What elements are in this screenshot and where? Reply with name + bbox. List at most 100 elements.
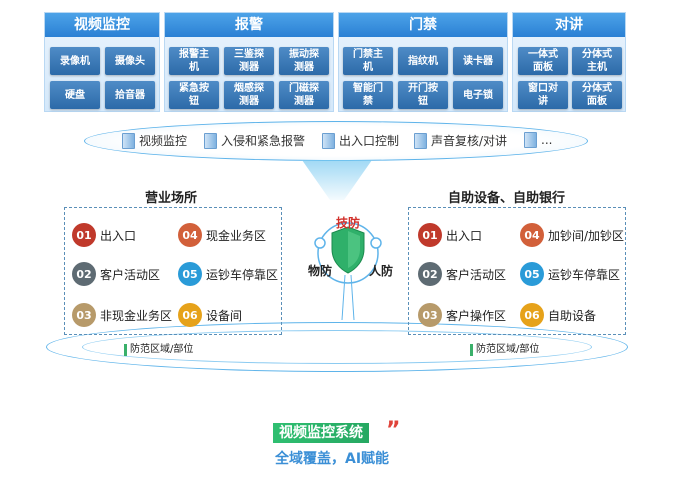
orbit-dot <box>314 237 326 249</box>
system-subtitle: 全域覆盖，AI赋能 <box>275 451 390 467</box>
device-button[interactable]: 指纹机 <box>398 47 448 75</box>
item-label: 运钞车停靠区 <box>206 267 279 282</box>
beam-line <box>341 274 346 320</box>
device-button[interactable]: 烟感探测器 <box>224 81 274 109</box>
category-title: 门禁 <box>339 13 507 37</box>
orbit-dot <box>370 237 382 249</box>
file-icon <box>122 132 135 149</box>
zone-box-selfservice <box>408 207 626 335</box>
zone-item: 03 客户操作区 <box>418 303 506 327</box>
device-button[interactable]: 拾音器 <box>105 81 155 109</box>
system-title: 视频监控系统 <box>273 423 369 443</box>
device-button[interactable]: 读卡器 <box>453 47 503 75</box>
quote-icon: ” <box>386 418 401 443</box>
device-button[interactable]: 三鉴探测器 <box>224 47 274 75</box>
item-label: 现金业务区 <box>206 228 267 243</box>
item-number: 02 <box>72 262 96 286</box>
item-label: 运钞车停靠区 <box>548 267 621 282</box>
capability-item: ... <box>524 132 552 148</box>
category-alarm: 报警 报警主机 三鉴探测器 振动探测器 紧急按钮 烟感探测器 门磁探测器 <box>164 12 334 112</box>
zone-tag: 防范区域/部位 <box>124 344 197 356</box>
device-button[interactable]: 一体式面板 <box>518 47 568 75</box>
device-button[interactable]: 硬盘 <box>50 81 100 109</box>
item-number: 06 <box>178 303 202 327</box>
zone-item: 06 自助设备 <box>520 303 596 327</box>
capability-label: 声音复核/对讲 <box>431 134 508 148</box>
category-intercom: 对讲 一体式面板 分体式主机 窗口对讲 分体式面板 <box>512 12 626 112</box>
file-icon <box>414 132 427 149</box>
zone-item: 03 非现金业务区 <box>72 303 172 327</box>
capability-item: 声音复核/对讲 <box>414 132 507 149</box>
capability-label: 出入口控制 <box>339 134 400 148</box>
zone-item: 02 客户活动区 <box>418 262 506 286</box>
zone-item: 06 设备间 <box>178 303 242 327</box>
device-button[interactable]: 分体式主机 <box>572 47 622 75</box>
device-button[interactable]: 门禁主机 <box>343 47 393 75</box>
zone-item: 04 现金业务区 <box>178 223 266 247</box>
item-number: 02 <box>418 262 442 286</box>
zone-box-business <box>64 207 282 335</box>
item-number: 04 <box>178 223 202 247</box>
item-label: 非现金业务区 <box>100 308 173 323</box>
capability-label: 入侵和紧急报警 <box>221 134 306 148</box>
device-button[interactable]: 紧急按钮 <box>169 81 219 109</box>
platform-ring-inner <box>82 330 592 364</box>
device-button[interactable]: 门磁探测器 <box>279 81 329 109</box>
item-number: 01 <box>72 223 96 247</box>
light-beam <box>302 160 372 200</box>
zone-title: 营业场所 <box>145 191 198 206</box>
item-label: 出入口 <box>446 228 483 243</box>
capability-item: 出入口控制 <box>322 132 399 149</box>
device-button[interactable]: 智能门禁 <box>343 81 393 109</box>
zone-title: 自助设备、自助银行 <box>448 191 566 206</box>
category-title: 对讲 <box>513 13 625 37</box>
device-button[interactable]: 录像机 <box>50 47 100 75</box>
zone-item: 04 加钞间/加钞区 <box>520 223 624 247</box>
zone-item: 01 出入口 <box>418 223 482 247</box>
item-label: 客户操作区 <box>446 308 507 323</box>
item-number: 05 <box>178 262 202 286</box>
device-button[interactable]: 分体式面板 <box>572 81 622 109</box>
category-title: 报警 <box>165 13 333 37</box>
zone-tag: 防范区域/部位 <box>470 344 543 356</box>
item-label: 出入口 <box>100 228 137 243</box>
zone-item: 02 客户活动区 <box>72 262 160 286</box>
beam-line <box>350 274 355 320</box>
device-button[interactable]: 报警主机 <box>169 47 219 75</box>
zone-item: 01 出入口 <box>72 223 136 247</box>
item-number: 04 <box>520 223 544 247</box>
file-icon <box>322 132 335 149</box>
file-icon <box>204 132 217 149</box>
item-number: 03 <box>72 303 96 327</box>
item-number: 06 <box>520 303 544 327</box>
shield-label-physical: 物防 <box>308 264 333 278</box>
item-number: 01 <box>418 223 442 247</box>
device-button[interactable]: 振动探测器 <box>279 47 329 75</box>
device-button[interactable]: 窗口对讲 <box>518 81 568 109</box>
capability-label: 视频监控 <box>139 134 188 148</box>
item-label: 加钞间/加钞区 <box>548 228 625 243</box>
device-button[interactable]: 摄像头 <box>105 47 155 75</box>
capability-label: ... <box>541 133 553 147</box>
category-video: 视频监控 录像机 摄像头 硬盘 拾音器 <box>44 12 160 112</box>
shield-highlight <box>348 231 360 268</box>
shield-label-human: 人防 <box>369 264 394 278</box>
item-label: 客户活动区 <box>446 267 507 282</box>
category-access: 门禁 门禁主机 指纹机 读卡器 智能门禁 开门按钮 电子锁 <box>338 12 508 112</box>
capability-item: 视频监控 <box>122 132 187 149</box>
capability-item: 入侵和紧急报警 <box>204 132 305 149</box>
file-icon <box>524 132 537 148</box>
device-button[interactable]: 电子锁 <box>453 81 503 109</box>
item-label: 客户活动区 <box>100 267 161 282</box>
item-label: 设备间 <box>206 308 243 323</box>
zone-item: 05 运钞车停靠区 <box>178 262 278 286</box>
platform-ring-outer <box>46 322 628 372</box>
category-title: 视频监控 <box>45 13 159 37</box>
device-button[interactable]: 开门按钮 <box>398 81 448 109</box>
capability-ring <box>84 121 588 161</box>
orbit-ring <box>317 222 379 284</box>
item-number: 03 <box>418 303 442 327</box>
item-label: 自助设备 <box>548 308 597 323</box>
shield-graphic <box>314 222 382 320</box>
